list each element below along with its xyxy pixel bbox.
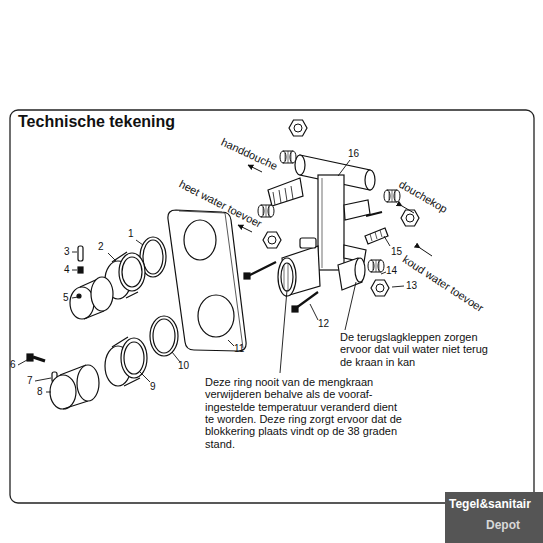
port-label: handdouche bbox=[219, 136, 279, 173]
callout-number: 3 bbox=[64, 246, 70, 257]
callout-number: 2 bbox=[98, 241, 104, 252]
callout-number: 5 bbox=[63, 292, 69, 303]
callout-number: 7 bbox=[27, 375, 33, 386]
port-label: heet water toevoer bbox=[177, 178, 264, 230]
callout-number: 4 bbox=[64, 264, 70, 275]
callout-number: 13 bbox=[406, 280, 417, 291]
cover-plate bbox=[168, 210, 246, 351]
callout-number: 1 bbox=[128, 228, 134, 239]
callout-number: 8 bbox=[37, 386, 43, 397]
callout-number: 9 bbox=[150, 381, 156, 392]
frame bbox=[10, 110, 534, 503]
callout-number: 15 bbox=[391, 246, 402, 257]
parts bbox=[27, 155, 388, 410]
diagram-title: Technische tekening bbox=[18, 113, 175, 131]
note-text: Deze ring nooit van de mengkraan verwijd… bbox=[205, 376, 405, 450]
watermark-text: Depot bbox=[486, 519, 520, 532]
callout-number: 6 bbox=[10, 359, 16, 370]
note-text: De terugslagkleppen zorgen ervoor dat vu… bbox=[340, 331, 500, 368]
callout-number: 11 bbox=[234, 343, 244, 354]
port-label: douchekop bbox=[397, 178, 450, 215]
callout-number: 10 bbox=[178, 360, 189, 371]
callout-number: 12 bbox=[318, 318, 329, 329]
callout-number: 16 bbox=[348, 148, 359, 159]
callout-number: 14 bbox=[386, 265, 397, 276]
watermark-box bbox=[445, 492, 543, 543]
watermark-text: Tegel&sanitair bbox=[449, 498, 531, 511]
